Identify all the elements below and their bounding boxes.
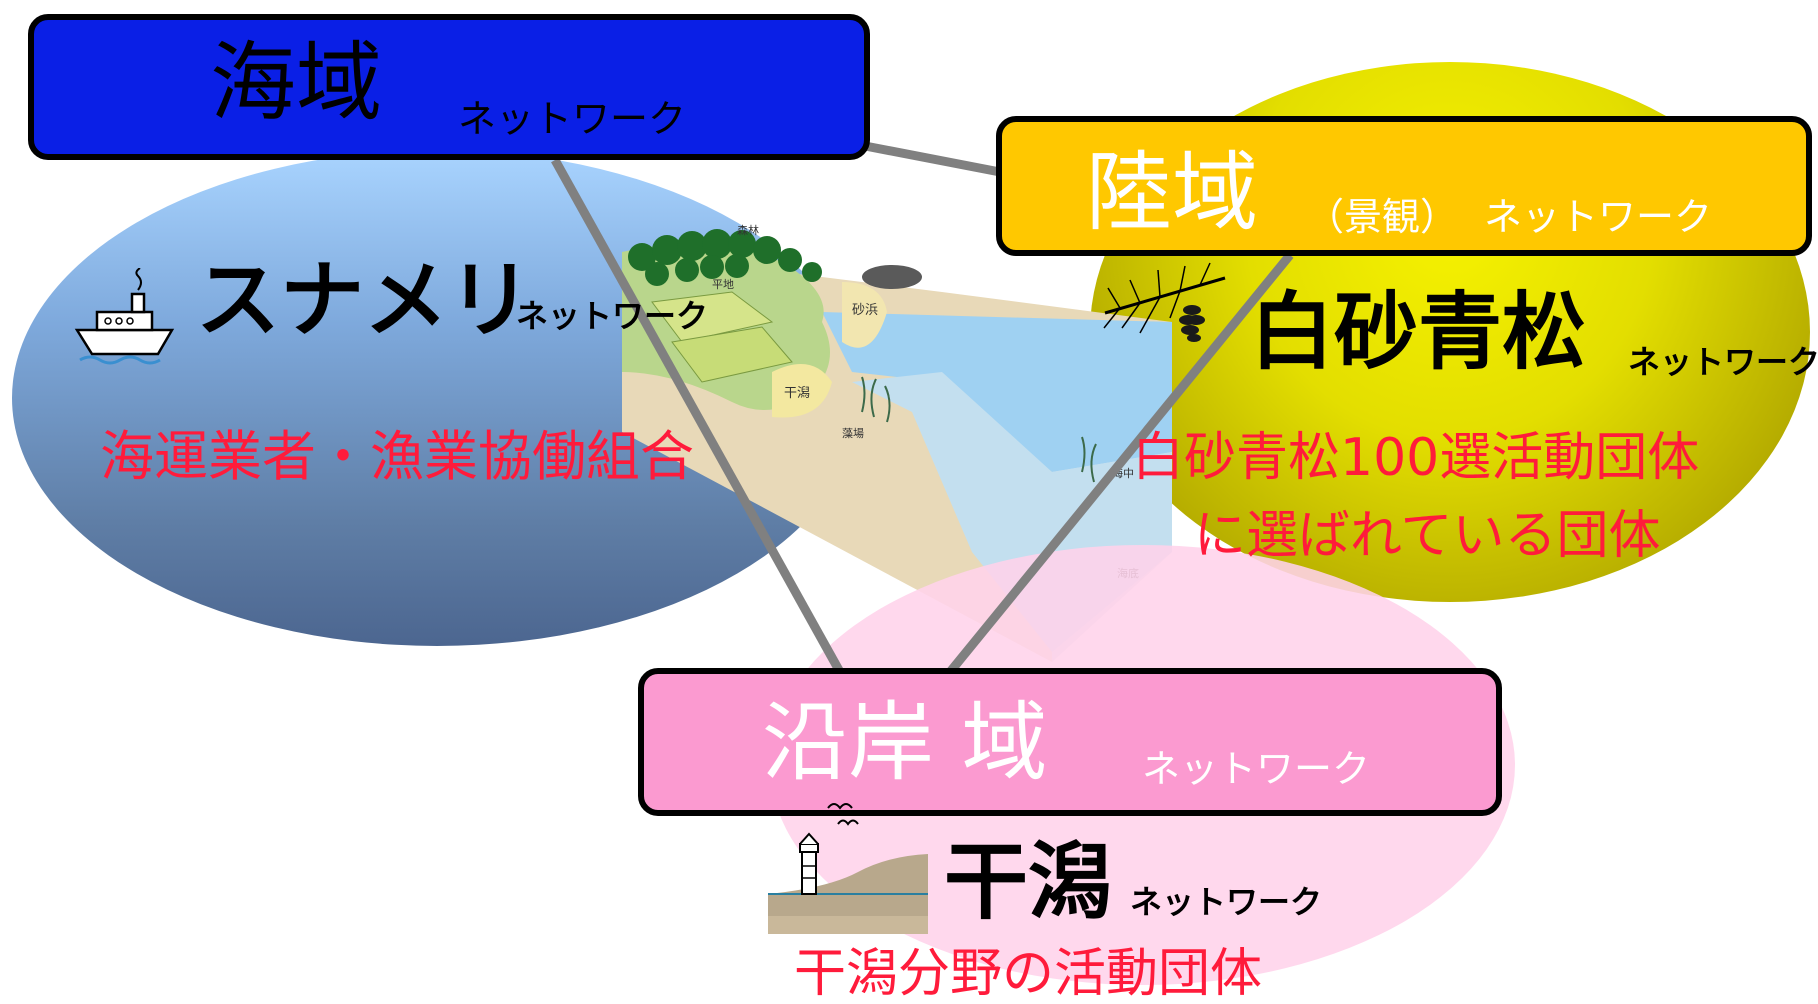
label-tidal-flat: 干潟 bbox=[784, 386, 810, 401]
connector-sea-land bbox=[859, 140, 1001, 177]
sea-sub-network-name: スナメリ bbox=[196, 251, 533, 349]
land-sub-network-suffix: ネットワーク bbox=[1628, 343, 1818, 381]
land-suffix: ネットワーク bbox=[1484, 195, 1713, 239]
coast-title: 沿岸 域 bbox=[762, 693, 1048, 793]
coast-members: 干潟分野の活動団体 bbox=[794, 944, 1263, 1004]
connector-sea-coast bbox=[551, 157, 844, 675]
land-members-line2: に選ばれている団体 bbox=[1194, 506, 1661, 566]
sea-members: 海運業者・漁業協働組合 bbox=[100, 425, 694, 488]
sea-suffix: ネットワーク bbox=[458, 97, 687, 141]
land-members-line1: 白砂青松100選活動団体 bbox=[1132, 428, 1700, 488]
coast-sub-network-name: 干潟 bbox=[944, 833, 1113, 931]
sea-sub-network-suffix: ネットワーク bbox=[516, 297, 709, 335]
coast-sub-network-suffix: ネットワーク bbox=[1130, 883, 1323, 921]
land-paren: （景観） bbox=[1306, 195, 1459, 239]
land-sub-network-name: 白砂青松 bbox=[1250, 283, 1587, 381]
land-title: 陸域 bbox=[1086, 143, 1258, 243]
label-beach: 砂浜 bbox=[852, 303, 878, 318]
sea-title: 海域 bbox=[210, 33, 382, 133]
label-farm: 平地 bbox=[712, 278, 734, 291]
seagull-icon bbox=[827, 803, 859, 826]
coast-network-header bbox=[638, 668, 1502, 816]
land-network-header bbox=[996, 116, 1812, 256]
ship-icon bbox=[74, 268, 175, 365]
coast-suffix: ネットワーク bbox=[1142, 747, 1371, 791]
pine-branch-icon bbox=[1103, 262, 1226, 342]
lighthouse-icon bbox=[768, 832, 928, 934]
connector-land-coast bbox=[946, 252, 1294, 675]
label-seaweed: 藻場 bbox=[842, 427, 864, 440]
sea-network-header bbox=[28, 14, 870, 160]
label-forest: 森林 bbox=[737, 223, 759, 237]
